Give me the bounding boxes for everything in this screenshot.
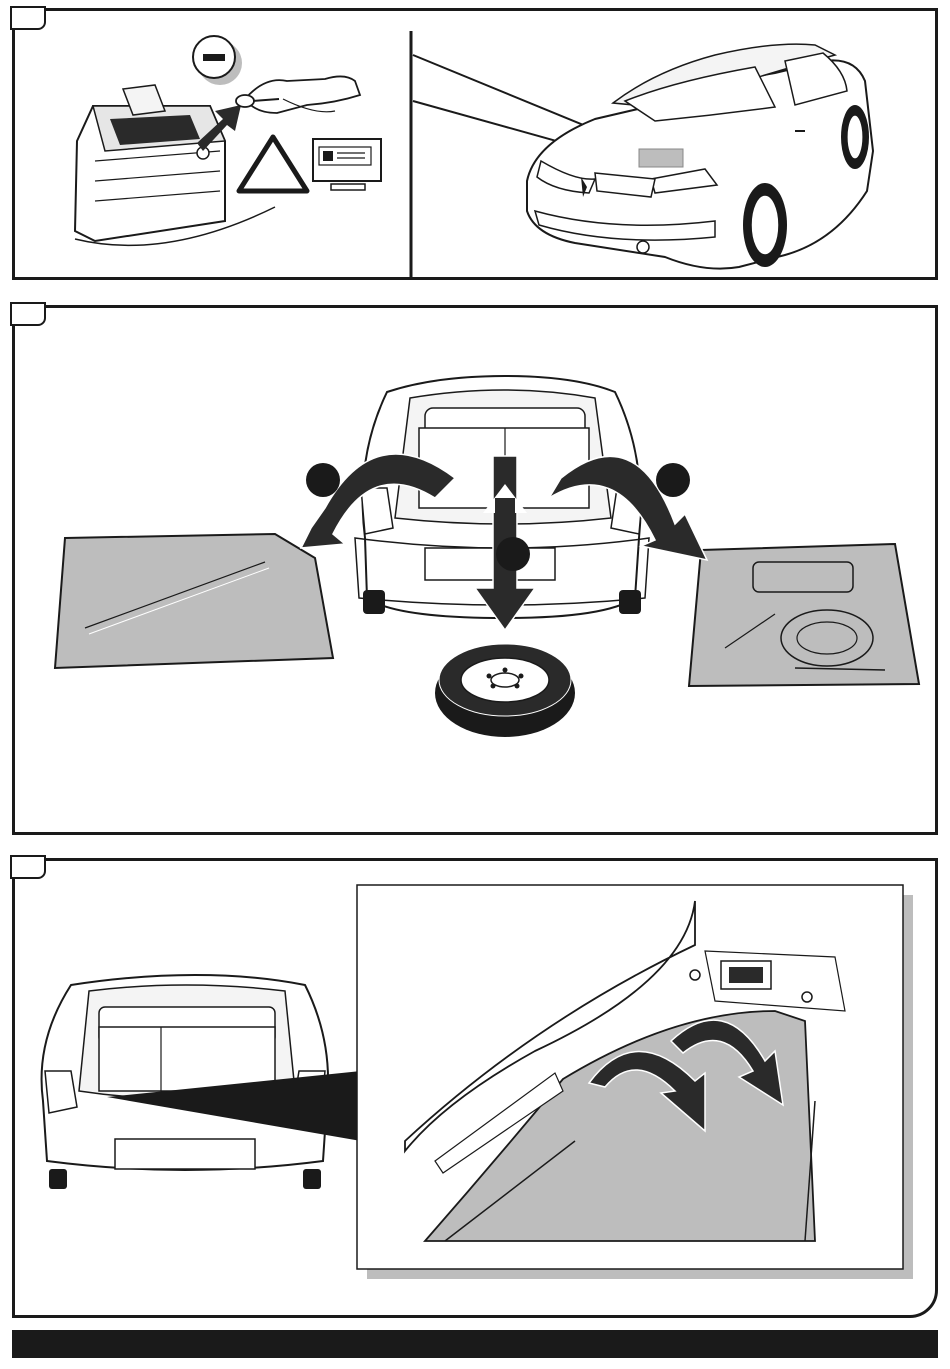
detail-inset xyxy=(357,885,913,1279)
boot-tray-panel xyxy=(689,544,919,686)
step-panel-2 xyxy=(12,305,938,835)
footer-bar xyxy=(12,1330,938,1358)
step-number-tab-3 xyxy=(10,855,46,879)
car-front-illustration xyxy=(527,44,873,269)
order-badge-1 xyxy=(306,463,340,497)
radio-display-icon xyxy=(313,139,381,190)
boot-floor-panel xyxy=(55,534,333,668)
step3-illustration xyxy=(15,861,941,1321)
step-panel-3 xyxy=(12,858,938,1318)
battery-illustration xyxy=(75,85,275,245)
order-badge-3 xyxy=(656,463,690,497)
step2-illustration xyxy=(15,308,941,838)
step-number-tab-1 xyxy=(10,6,46,30)
hand-with-terminal xyxy=(236,76,360,113)
warning-triangle-icon xyxy=(239,137,307,191)
step-panel-1 xyxy=(12,8,938,280)
step-number-tab-2 xyxy=(10,302,46,326)
order-badge-2 xyxy=(496,537,530,571)
minus-icon xyxy=(193,36,242,85)
spare-wheel xyxy=(435,644,575,737)
step1-illustration xyxy=(15,11,941,283)
